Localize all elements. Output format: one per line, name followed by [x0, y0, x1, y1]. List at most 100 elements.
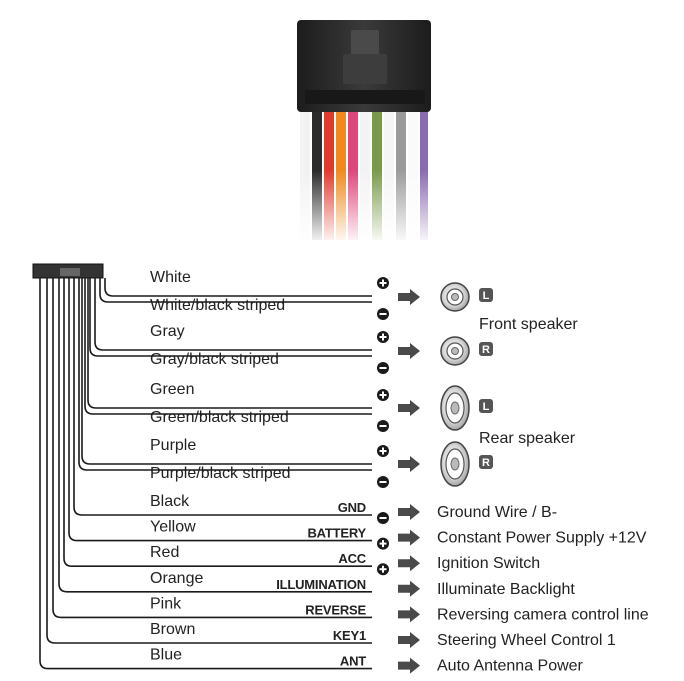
minus-terminal-icon	[377, 476, 389, 488]
destination-label: Reversing camera control line	[437, 606, 649, 623]
function-label: ILLUMINATION	[276, 577, 366, 592]
wire-label: Gray	[150, 323, 185, 340]
wire-line	[58, 278, 372, 593]
wire-line	[63, 278, 372, 567]
wire-label: Purple/black striped	[150, 465, 291, 482]
minus-terminal-icon-bar	[379, 517, 387, 519]
wire-label: White	[150, 269, 191, 286]
wire-label: Green/black striped	[150, 409, 289, 426]
arrow-right-icon	[398, 529, 420, 546]
arrow-right-icon	[398, 400, 420, 416]
wire-line	[84, 278, 372, 415]
wire-line	[94, 278, 372, 351]
wire-label: Gray/black striped	[150, 351, 279, 368]
destination-label: Ignition Switch	[437, 555, 540, 572]
minus-terminal-icon	[377, 420, 389, 432]
connector-photo	[290, 20, 440, 245]
arrow-right-icon	[398, 504, 420, 520]
destination-label: Constant Power Supply +12V	[437, 530, 647, 547]
wire-label: Green	[150, 381, 194, 398]
plus-terminal-icon-vbar	[382, 540, 384, 548]
speaker-side-badge: R	[479, 342, 493, 356]
arrow-right-icon	[398, 343, 420, 359]
minus-terminal-icon-bar	[379, 425, 387, 427]
function-label: REVERSE	[305, 602, 366, 617]
function-label: GND	[338, 500, 366, 515]
wire-line	[87, 278, 372, 409]
wire-line	[73, 278, 372, 516]
wire-label: Black	[150, 493, 190, 510]
wire-line	[46, 278, 372, 644]
destination-label: Ground Wire / B-	[437, 504, 557, 521]
wire-label: Pink	[150, 595, 182, 612]
speaker-oval-icon	[440, 441, 470, 487]
arrow-right-icon	[398, 555, 420, 572]
arrow-right-icon	[398, 289, 420, 305]
speaker-group-label: Front speaker	[479, 316, 578, 333]
wire-line	[52, 278, 372, 619]
wire-label: Red	[150, 544, 179, 561]
wire-line	[68, 278, 372, 542]
speaker-side-badge-box	[479, 455, 493, 469]
wire-label: Blue	[150, 647, 182, 664]
plus-terminal-icon-vbar	[382, 391, 384, 399]
plus-terminal-icon-vbar	[382, 447, 384, 455]
plus-terminal-icon	[377, 537, 389, 550]
wire-line	[39, 278, 372, 670]
minus-terminal-icon-bar	[379, 481, 387, 483]
speaker-side-badge-box	[479, 342, 493, 356]
minus-terminal-icon-bar	[379, 367, 387, 369]
plus-terminal-icon	[377, 277, 389, 289]
photo-plug-body	[297, 20, 431, 112]
plus-terminal-icon-vbar	[382, 565, 384, 573]
function-label: BATTERY	[307, 526, 366, 541]
function-label: ACC	[338, 551, 366, 566]
plus-terminal-icon-vbar	[382, 279, 384, 287]
wire-line	[104, 278, 372, 297]
destination-label: Steering Wheel Control 1	[437, 632, 616, 649]
minus-terminal-icon-bar	[379, 313, 387, 315]
function-label: ANT	[340, 654, 366, 669]
wire-label: Purple	[150, 437, 196, 454]
speaker-icon	[440, 336, 470, 366]
speaker-oval-icon	[440, 385, 470, 431]
function-label: KEY1	[333, 628, 366, 643]
speaker-side-badge-box	[479, 399, 493, 413]
wire-label: White/black striped	[150, 297, 285, 314]
speaker-side-badge: L	[479, 399, 493, 413]
wire-label: Orange	[150, 570, 203, 587]
speaker-side-badge-letter: L	[483, 401, 490, 413]
minus-terminal-icon	[377, 308, 389, 320]
speaker-oval-icon-cap	[450, 457, 460, 471]
wire-line	[81, 278, 372, 465]
photo-wires	[290, 105, 440, 245]
wire-label: Yellow	[150, 519, 196, 536]
arrow-right-icon	[398, 580, 420, 597]
plus-terminal-icon	[377, 331, 389, 343]
speaker-side-badge: L	[479, 288, 493, 302]
wire-label: Brown	[150, 621, 195, 638]
arrow-right-icon	[398, 606, 420, 623]
speaker-oval-icon-cap	[450, 401, 460, 415]
speaker-side-badge-letter: R	[482, 457, 490, 469]
schematic-connector	[32, 263, 104, 279]
speaker-side-badge: R	[479, 455, 493, 469]
speaker-side-badge-box	[479, 288, 493, 302]
arrow-right-icon	[398, 632, 420, 648]
speaker-icon	[440, 282, 470, 312]
speaker-icon-cap	[451, 347, 459, 355]
speaker-icon-cap	[451, 293, 459, 301]
wire-line	[99, 278, 372, 303]
plus-terminal-icon	[377, 445, 389, 457]
wire-line	[78, 278, 372, 471]
plus-terminal-icon	[377, 563, 389, 576]
destination-label: Auto Antenna Power	[437, 658, 584, 675]
plus-terminal-icon	[377, 389, 389, 401]
speaker-side-badge-letter: L	[483, 290, 490, 302]
arrow-right-icon	[398, 456, 420, 472]
minus-terminal-icon	[377, 362, 389, 374]
plus-terminal-icon-vbar	[382, 333, 384, 341]
speaker-side-badge-letter: R	[482, 344, 490, 356]
